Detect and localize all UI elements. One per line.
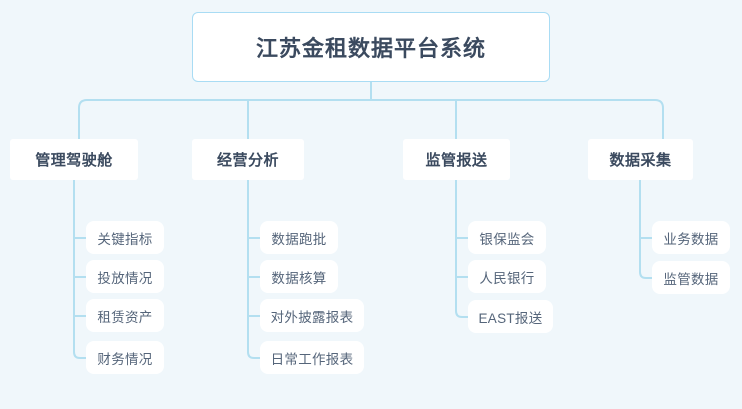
leaf-node[interactable]: 数据跑批 xyxy=(260,221,338,254)
leaf-node[interactable]: 业务数据 xyxy=(652,221,730,254)
leaf-node-label: 银保监会 xyxy=(479,231,535,247)
leaf-node-label: 财务情况 xyxy=(97,351,153,367)
leaf-node-label: 业务数据 xyxy=(663,231,719,247)
branch-node-label: 数据采集 xyxy=(609,152,672,169)
branch-node-label: 监管报送 xyxy=(425,152,488,169)
leaf-node-label: 租赁资产 xyxy=(97,309,153,325)
branch-node-4[interactable]: 数据采集 xyxy=(588,139,693,180)
leaf-node[interactable]: 日常工作报表 xyxy=(260,341,364,374)
leaf-node-label: 对外披露报表 xyxy=(270,309,354,325)
leaf-node[interactable]: 对外披露报表 xyxy=(260,299,364,332)
leaf-node-label: 人民银行 xyxy=(479,270,535,286)
leaf-node[interactable]: 投放情况 xyxy=(86,260,164,293)
leaf-node[interactable]: 关键指标 xyxy=(86,221,164,254)
branch-node-label: 管理驾驶舱 xyxy=(35,152,113,169)
root-node[interactable]: 江苏金租数据平台系统 xyxy=(192,12,550,82)
branch-node-label: 经营分析 xyxy=(216,152,279,169)
leaf-node[interactable]: 监管数据 xyxy=(652,261,730,294)
branch-node-3[interactable]: 监管报送 xyxy=(403,139,510,180)
leaf-node[interactable]: EAST报送 xyxy=(468,300,553,333)
branch-node-1[interactable]: 管理驾驶舱 xyxy=(10,139,138,180)
leaf-node-label: 数据核算 xyxy=(271,270,327,286)
leaf-node-label: 投放情况 xyxy=(97,270,153,286)
leaf-node-label: 日常工作报表 xyxy=(270,351,354,367)
root-node-label: 江苏金租数据平台系统 xyxy=(255,36,486,61)
leaf-node[interactable]: 数据核算 xyxy=(260,260,338,293)
leaf-node-label: 关键指标 xyxy=(97,231,153,247)
leaf-node-label: 监管数据 xyxy=(663,271,719,287)
leaf-node[interactable]: 银保监会 xyxy=(468,221,546,254)
branch-node-2[interactable]: 经营分析 xyxy=(192,139,304,180)
leaf-node[interactable]: 财务情况 xyxy=(86,341,164,374)
leaf-node[interactable]: 租赁资产 xyxy=(86,299,164,332)
leaf-node-label: 数据跑批 xyxy=(271,231,327,247)
leaf-node[interactable]: 人民银行 xyxy=(468,260,546,293)
leaf-node-label: EAST报送 xyxy=(478,310,543,326)
